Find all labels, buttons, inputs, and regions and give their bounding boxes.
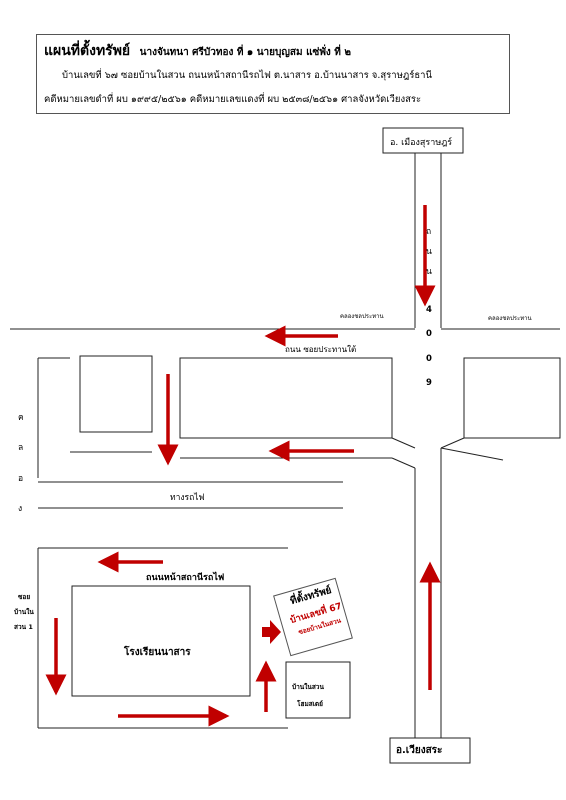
road-name-char: น <box>426 247 432 257</box>
road-number-char: 0 <box>426 329 432 339</box>
road-number-char: 4 <box>426 305 432 315</box>
canal-vertical-char: ง <box>18 504 23 514</box>
homestay-block <box>285 661 351 719</box>
canal-road-label: ถนน ซอยประทานใต้ <box>285 345 357 354</box>
map-title: แผนที่ตั้งทรัพย์ <box>44 43 131 59</box>
junction-edge <box>391 437 416 449</box>
canal-vertical-char: ค <box>18 413 24 423</box>
owners-text: นางจันทนา ศรีบัวทอง ที่ ๑ นายบุญสม แซ่พั… <box>139 47 351 58</box>
homestay-label-line: โฮมสเตย์ <box>297 700 323 708</box>
block <box>463 357 561 439</box>
road-number-char: 0 <box>426 354 432 364</box>
station-road-label: ถนนหน้าสถานีรถไฟ <box>146 573 225 583</box>
title-line: แผนที่ตั้งทรัพย์ นางจันทนา ศรีบัวทอง ที่… <box>44 40 351 62</box>
soi-label-line: บ้านใน <box>14 608 34 616</box>
road-name-char: ถ <box>426 227 432 237</box>
canal-vertical-char: ล <box>18 443 24 453</box>
junction-edge <box>440 437 465 449</box>
junction-edge <box>440 447 504 461</box>
school-block <box>71 585 251 697</box>
address-text: บ้านเลขที่ ๖๗ ซอยบ้านในสวน ถนนหน้าสถานีร… <box>62 70 432 81</box>
property-marker-box <box>273 577 353 657</box>
homestay-label-line: บ้านในสวน <box>292 683 324 691</box>
north-destination-label: อ. เมืองสุราษฎร์ <box>390 138 453 148</box>
railway-label: ทางรถไฟ <box>170 493 205 503</box>
canal-vertical-char: อ <box>18 474 24 484</box>
school-label: โรงเรียนนาสาร <box>124 647 191 658</box>
block <box>79 355 153 433</box>
canal-label-left: คลองชลประทาน <box>340 313 384 320</box>
property-pointer-arrow <box>262 620 281 644</box>
header-box <box>36 34 510 114</box>
soi-label-line: สวน 1 <box>14 623 33 631</box>
north-destination-box <box>382 127 464 154</box>
canal-label-right: คลองชลประทาน <box>488 315 532 322</box>
road-number-char: 9 <box>426 378 432 388</box>
soi-label-line: ซอย <box>18 593 31 601</box>
road-name-char: น <box>426 267 432 277</box>
south-destination-label: อ.เวียงสระ <box>396 745 443 756</box>
case-number-text: คดีหมายเลขดำที่ ผบ ๑๙๙๕/๒๕๖๑ คดีหมายเลขแ… <box>44 94 422 105</box>
south-destination-box <box>389 737 471 764</box>
block <box>179 357 393 439</box>
junction-edge <box>391 457 416 469</box>
